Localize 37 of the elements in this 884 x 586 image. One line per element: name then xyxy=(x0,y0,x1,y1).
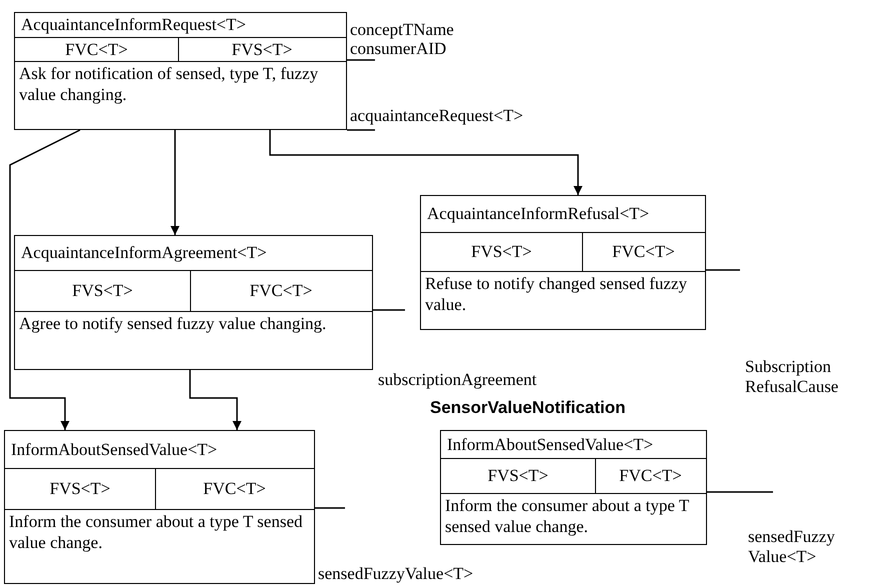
parameter-label: conceptTName xyxy=(350,20,455,40)
field-label: FVC<T> xyxy=(618,465,683,487)
message-name: InformAboutSensedValue<T> xyxy=(5,431,314,469)
field-label: FVC<T> xyxy=(202,478,267,500)
arrow xyxy=(170,130,180,235)
field-label: FVS<T> xyxy=(5,469,156,509)
description-text: Ask for notification of sensed, type T, fuzzy value changing. xyxy=(18,63,320,106)
description-text: Inform the consumer about a type T sensed value change. xyxy=(444,495,690,538)
description-text: Agree to notify sensed fuzzy value changing. xyxy=(18,313,328,335)
message-name: InformAboutSensedValue<T> xyxy=(441,431,706,459)
field-label: FVS<T> xyxy=(421,233,583,271)
field-label: FVS<T> xyxy=(15,271,191,311)
field-label: FVC<T> xyxy=(611,241,676,263)
heading: SensorValueNotification xyxy=(430,398,626,418)
parameter-label: consumerAID xyxy=(350,39,448,59)
message-box xyxy=(420,195,706,330)
message-box xyxy=(440,430,707,545)
field-label: FVS<T> xyxy=(230,38,294,60)
field-label: FVC<T> xyxy=(15,38,179,61)
arrow xyxy=(189,370,242,430)
arrow xyxy=(9,129,80,430)
message-box xyxy=(4,430,315,584)
arrow xyxy=(269,130,582,195)
message-name: AcquaintanceInformRefusal<T> xyxy=(421,196,705,233)
field-label: FVS<T> xyxy=(441,459,596,493)
message-name: AcquaintanceInformRequest<T> xyxy=(15,13,346,38)
field-label: FVC<T> xyxy=(248,280,314,302)
description-text: Refuse to notify changed sensed fuzzy value. xyxy=(424,273,688,316)
parameter-label: acquaintanceRequest<T> xyxy=(350,106,524,126)
parameter-label: sensedFuzzy Value<T> xyxy=(748,527,836,567)
message-box xyxy=(14,12,347,130)
message-name: AcquaintanceInformAgreement<T> xyxy=(15,236,372,271)
description-text: Inform the consumer about a type T sensed value change. xyxy=(8,511,304,554)
parameter-label: Subscription RefusalCause xyxy=(745,357,840,397)
parameter-label: subscriptionAgreement xyxy=(378,370,538,390)
parameter-label: sensedFuzzyValue<T> xyxy=(318,564,474,584)
message-box xyxy=(14,235,373,370)
